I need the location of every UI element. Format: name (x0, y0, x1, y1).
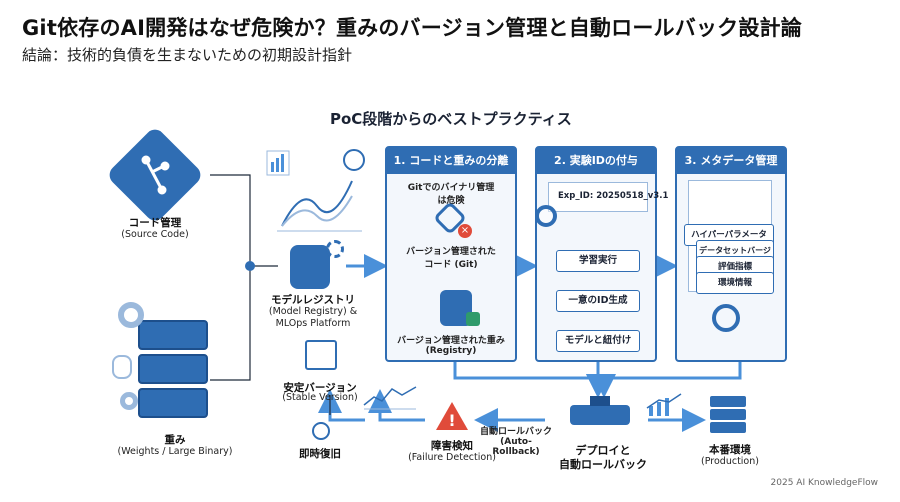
error-icon: × (458, 224, 472, 238)
panel2-heading: 2. 実験IDの付与 (537, 148, 655, 174)
danger-note: Gitでのバイナリ管理 は危険 (395, 180, 507, 206)
git-branch-icon (141, 155, 170, 195)
search-icon (712, 304, 740, 332)
gear-icon (326, 240, 344, 258)
danger-line2: は危険 (437, 196, 465, 206)
weights-label: 重み (164, 434, 186, 446)
meta-environment: 環境情報 (696, 272, 774, 294)
database-icon (112, 355, 132, 379)
svg-text:!: ! (448, 411, 455, 430)
experiment-card (548, 182, 648, 212)
weights-stack-icon (138, 320, 208, 420)
server-rack-icon (710, 396, 746, 434)
rollback-sub: (Auto-Rollback) (492, 437, 540, 457)
stable-sub: (Stable Version) (282, 392, 358, 403)
step-id: 一意のID生成 (556, 290, 640, 312)
experiment-id: Exp_ID: 20250518_v3.1 (558, 191, 669, 201)
page-subtitle: 結論：技術的負債を生まないための初期設計指針 (22, 46, 353, 64)
clock-icon (312, 422, 330, 440)
weights-versioned-line2: (Registry) (425, 346, 477, 356)
rollback-label: 自動ロールバック (479, 427, 552, 437)
registry-label: モデルレジストリ (271, 294, 355, 306)
trend-chart-icon (363, 386, 417, 410)
deploy-label1: デプロイと (575, 444, 631, 457)
failure-sub: (Failure Detection) (408, 452, 496, 463)
footer-credit: 2025 AI KnowledgeFlow (770, 478, 878, 488)
rollback-note: 自動ロールバック (Auto-Rollback) (478, 424, 554, 457)
page-title: Git依存のAI開発はなぜ危険か？重みのバージョン管理と自動ロールバック設計論 (22, 16, 802, 40)
magnifier-icon (535, 205, 557, 227)
analytics-chart-icon (266, 149, 365, 232)
source-label: コード管理 (128, 217, 182, 229)
weights-sub: (Weights / Large Binary) (117, 446, 233, 457)
instant-recovery: 即時復旧 (299, 448, 341, 460)
panel3-heading: 3. メタデータ管理 (677, 148, 785, 174)
section-heading: PoC段階からのベストプラクティス (330, 110, 572, 128)
danger-line1: Gitでのバイナリ管理 (407, 183, 495, 193)
lock-icon (466, 312, 480, 326)
source-sub: (Source Code) (121, 229, 189, 240)
donut-icon (120, 392, 138, 410)
valve-icon (590, 396, 610, 406)
code-versioned-line1: バージョン管理された (406, 247, 496, 257)
pipeline-icon (570, 405, 630, 425)
calendar-icon (305, 340, 337, 370)
step-link: モデルと紐付け (556, 330, 640, 352)
panel1-heading: 1. コードと重みの分離 (387, 148, 515, 174)
weights-versioned: バージョン管理された重み (Registry) (388, 333, 514, 356)
code-versioned: バージョン管理された コード (Git) (390, 244, 512, 270)
weights-versioned-line1: バージョン管理された重み (397, 336, 505, 346)
warning-icon: ! (436, 402, 468, 430)
pie-chart-icon (118, 302, 144, 328)
registry-database-icon (290, 245, 330, 289)
deploy-label2: 自動ロールバック (559, 458, 647, 471)
panel-separation: 1. コードと重みの分離 (385, 146, 517, 362)
code-versioned-line2: コード (Git) (424, 260, 478, 270)
failure-label: 障害検知 (431, 440, 473, 452)
growth-chart-icon (646, 393, 682, 416)
registry-sub2: MLOps Platform (275, 318, 351, 329)
prod-sub: (Production) (701, 456, 759, 467)
prod-label: 本番環境 (709, 444, 751, 456)
stable-label: 安定バージョン (283, 382, 357, 394)
step-train: 学習実行 (556, 250, 640, 272)
registry-sub1: (Model Registry) & (268, 306, 358, 317)
